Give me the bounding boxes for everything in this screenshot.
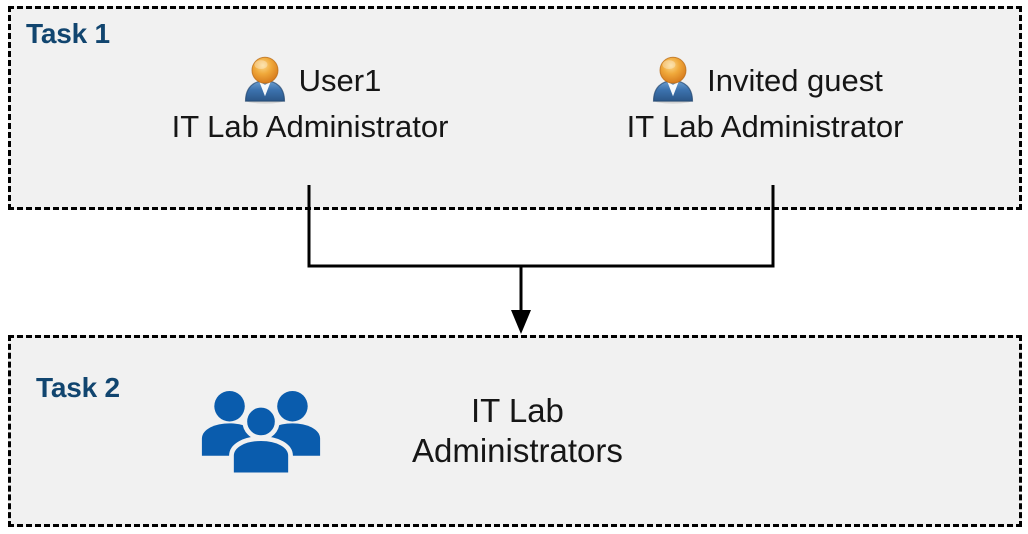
person-row: Invited guest: [575, 52, 955, 108]
group-name: IT Lab Administrators: [412, 392, 623, 469]
arrowhead: [511, 310, 531, 334]
single-user-icon: [653, 56, 694, 104]
single-user-icon: [244, 56, 285, 104]
task-1-label: Task 1: [26, 18, 110, 49]
person-role: IT Lab Administrator: [626, 109, 904, 144]
person-row: User1: [120, 52, 500, 108]
user-group-icon: [201, 390, 321, 478]
task-1-container: [8, 6, 1022, 210]
task-2-label: Task 2: [36, 372, 120, 403]
person-card-invited-guest: Invited guest IT Lab Administrator: [575, 52, 955, 145]
group-card-it-lab-administrators: IT Lab Administrators: [200, 383, 820, 479]
person-name: Invited guest: [707, 62, 883, 98]
person-name: User1: [298, 62, 382, 98]
person-card-user1: User1 IT Lab Administrator: [120, 52, 500, 145]
person-role: IT Lab Administrator: [171, 109, 449, 144]
task-2-container: [8, 335, 1022, 527]
